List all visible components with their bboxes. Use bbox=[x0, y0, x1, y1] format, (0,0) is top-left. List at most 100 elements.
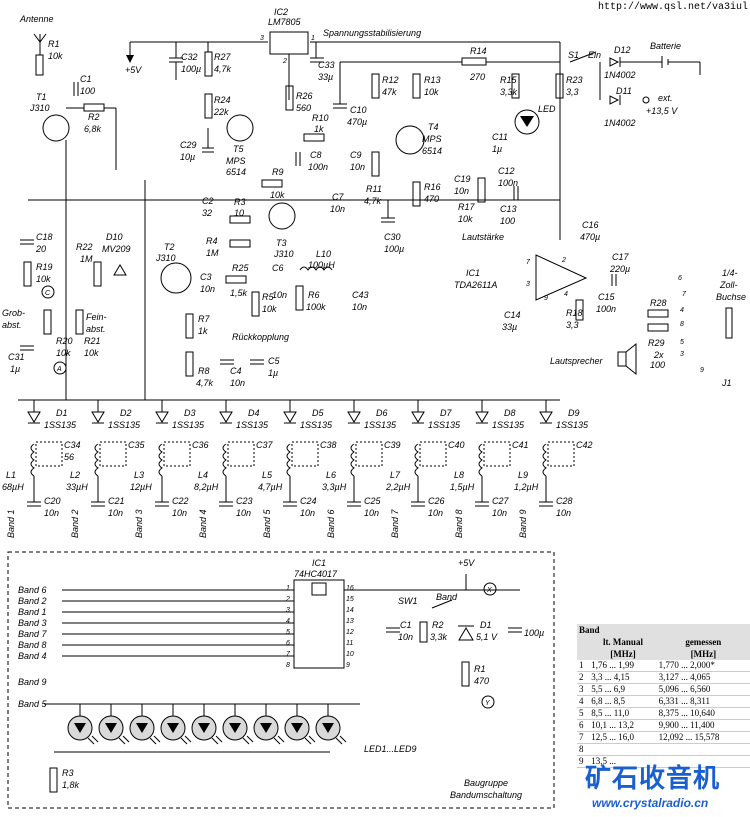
plus5-label: +5V bbox=[125, 65, 142, 75]
ic-pin-right-16: 16 bbox=[346, 585, 354, 592]
svg-text:2: 2 bbox=[561, 257, 566, 264]
t5-type-b: 6514 bbox=[226, 167, 246, 177]
t4-label: T4 bbox=[428, 122, 439, 132]
j1-label: J1 bbox=[721, 378, 732, 388]
ic-pin-right-12: 12 bbox=[346, 629, 354, 636]
coil-label-2: L2 bbox=[70, 470, 80, 480]
t5-type-a: MPS bbox=[226, 156, 246, 166]
d1-module-value: 5,1 V bbox=[476, 632, 498, 642]
coil-4 bbox=[222, 443, 227, 477]
coil-8 bbox=[478, 443, 483, 477]
ic1-counter-label: IC1 bbox=[312, 558, 326, 568]
r1-value: 10k bbox=[48, 51, 63, 61]
coil-label-5: L5 bbox=[262, 470, 273, 480]
c29-label: C29 bbox=[180, 140, 197, 150]
coil-value-5: 4,7µH bbox=[258, 482, 283, 492]
diode-6 bbox=[347, 411, 361, 423]
fein-label: Fein- bbox=[86, 312, 107, 322]
coil-value-2: 33µH bbox=[66, 482, 88, 492]
band-table-cell-g: 3,127 ... 4,065 bbox=[656, 671, 750, 684]
c100-module-value: 100µ bbox=[524, 628, 544, 638]
c17-label: C17 bbox=[612, 252, 630, 262]
bypass-value-1: 10n bbox=[44, 508, 59, 518]
r6-value: 100k bbox=[306, 302, 326, 312]
diode-5 bbox=[283, 411, 297, 423]
ein-label: Ein bbox=[588, 50, 601, 60]
r17-label: R17 bbox=[458, 202, 476, 212]
r2-module-value: 3,3k bbox=[430, 632, 448, 642]
r24-label: R24 bbox=[214, 95, 231, 105]
r13-value: 10k bbox=[424, 87, 439, 97]
c32-value: 100µ bbox=[181, 64, 201, 74]
r11-value: 4,7k bbox=[364, 196, 382, 206]
ic-pin-right-11: 11 bbox=[346, 640, 353, 647]
batterie-label: Batterie bbox=[650, 41, 681, 51]
d12-label: D12 bbox=[614, 45, 631, 55]
speaker-icon bbox=[625, 342, 637, 376]
antenne-label: Antenne bbox=[19, 14, 54, 24]
coil-label-8: L8 bbox=[454, 470, 464, 480]
c13-value: 100 bbox=[500, 216, 515, 226]
ic-pin-left-1: 1 bbox=[286, 585, 290, 592]
coil-6 bbox=[350, 443, 355, 477]
l10-label: L10 bbox=[316, 249, 331, 259]
c4-label: C4 bbox=[230, 366, 242, 376]
t4-type-b: 6514 bbox=[422, 146, 442, 156]
c17-value: 220µ bbox=[609, 264, 630, 274]
cap-label-2: C35 bbox=[128, 440, 146, 450]
r27-value: 4,7k bbox=[214, 64, 232, 74]
r8-label: R8 bbox=[198, 366, 210, 376]
trim-cap-6 bbox=[355, 441, 383, 467]
bypass-label-6: C25 bbox=[364, 496, 382, 506]
diode-type-2: 1SS135 bbox=[108, 420, 141, 430]
band-tag-9: Band 9 bbox=[518, 509, 528, 538]
coil-label-9: L9 bbox=[518, 470, 528, 480]
c31-value: 1µ bbox=[10, 364, 20, 374]
band-table-cell-g bbox=[656, 755, 750, 768]
c14-value: 33µ bbox=[502, 322, 517, 332]
band-table-cell-g: 1,770 ... 2,000* bbox=[656, 660, 750, 672]
ic2-label: IC2 bbox=[274, 7, 288, 17]
plus5-module-label: +5V bbox=[458, 558, 475, 568]
grob-label: Grob- bbox=[2, 308, 25, 318]
band-table-cell-g bbox=[656, 743, 750, 756]
r16-value: 470 bbox=[424, 194, 439, 204]
c7-value: 10n bbox=[330, 204, 345, 214]
r18-label: R18 bbox=[566, 308, 583, 318]
r21-label: R21 bbox=[84, 336, 101, 346]
t3-label: T3 bbox=[276, 238, 287, 248]
ic-pin-right-9: 9 bbox=[346, 662, 350, 669]
r25-label: R25 bbox=[232, 263, 250, 273]
ext-label: ext. bbox=[658, 93, 673, 103]
diode-label-6: D6 bbox=[376, 408, 388, 418]
c29-value: 10µ bbox=[180, 152, 195, 162]
bypass-value-6: 10n bbox=[364, 508, 379, 518]
l10-value: 100µH bbox=[308, 260, 335, 270]
ic-pin-left-5: 5 bbox=[286, 629, 290, 636]
ic2-type: LM7805 bbox=[268, 17, 302, 27]
band-input-5: Band 7 bbox=[18, 629, 48, 639]
coil-value-3: 12µH bbox=[130, 482, 152, 492]
source-url: http://www.qsl.net/va3iul bbox=[598, 2, 749, 13]
diode-9 bbox=[539, 411, 553, 423]
band-tag-4: Band 4 bbox=[198, 509, 208, 538]
coil-2 bbox=[94, 443, 99, 477]
coil-value-1: 68µH bbox=[2, 482, 24, 492]
c7-label: C7 bbox=[332, 192, 344, 202]
c5-label: C5 bbox=[268, 356, 280, 366]
diode-type-8: 1SS135 bbox=[492, 420, 525, 430]
r9-value: 10k bbox=[270, 190, 285, 200]
bypass-value-9: 10n bbox=[556, 508, 571, 518]
trim-cap-9 bbox=[547, 441, 575, 467]
cap-label-1: C34 bbox=[64, 440, 81, 450]
band-tag-5: Band 5 bbox=[262, 508, 272, 538]
ic1-counter-type: 74HC4017 bbox=[294, 569, 338, 579]
c15-label: C15 bbox=[598, 292, 616, 302]
diode-type-6: 1SS135 bbox=[364, 420, 397, 430]
coil-1 bbox=[30, 443, 35, 477]
t1-label: T1 bbox=[36, 92, 47, 102]
